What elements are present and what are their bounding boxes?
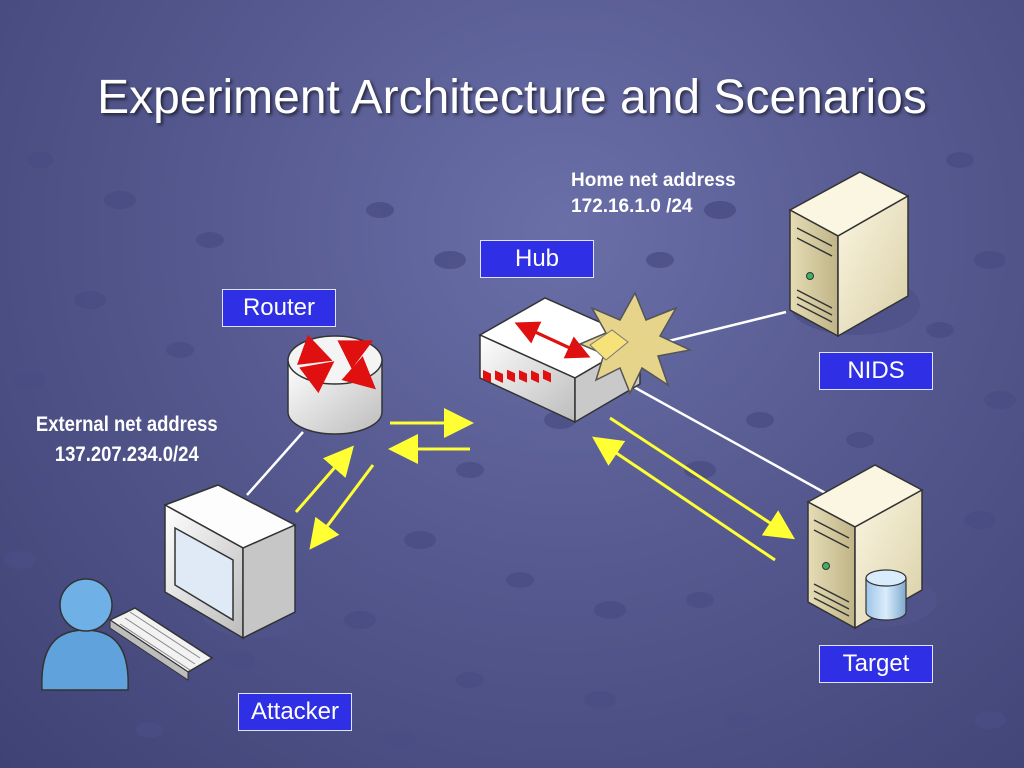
tap-starburst-icon [578,291,693,395]
attacker-workstation-icon [41,484,310,691]
external-net-value: 137.207.234.0/24 [54,443,199,466]
arrow-hub-to-target [609,416,796,540]
keyboard-icon [108,607,214,681]
attacker-label: Attacker [238,693,352,731]
slide-title: Experiment Architecture and Scenarios [97,71,927,124]
nids-label: NIDS [819,352,933,390]
arrow-router-to-attacker [309,464,375,550]
target-label: Target [819,645,933,683]
external-net-address-note: External net address 137.207.234.0/24 [30,410,224,470]
router-label: Router [222,289,336,327]
external-net-title: External net address [35,413,218,436]
hub-icon [478,297,642,424]
user-icon [41,578,129,691]
router-icon [287,334,383,435]
database-icon [865,569,907,621]
home-net-address-note: Home net address 172.16.1.0 /24 [571,168,736,220]
arrow-attacker-to-router [294,445,354,513]
hub-label: Hub [480,240,594,278]
home-net-value: 172.16.1.0 /24 [571,196,693,217]
arrow-target-to-hub [592,436,776,562]
home-net-title: Home net address [571,170,736,191]
nids-server-icon [788,171,920,338]
traffic-arrows [294,408,796,562]
target-server-icon [806,464,937,630]
